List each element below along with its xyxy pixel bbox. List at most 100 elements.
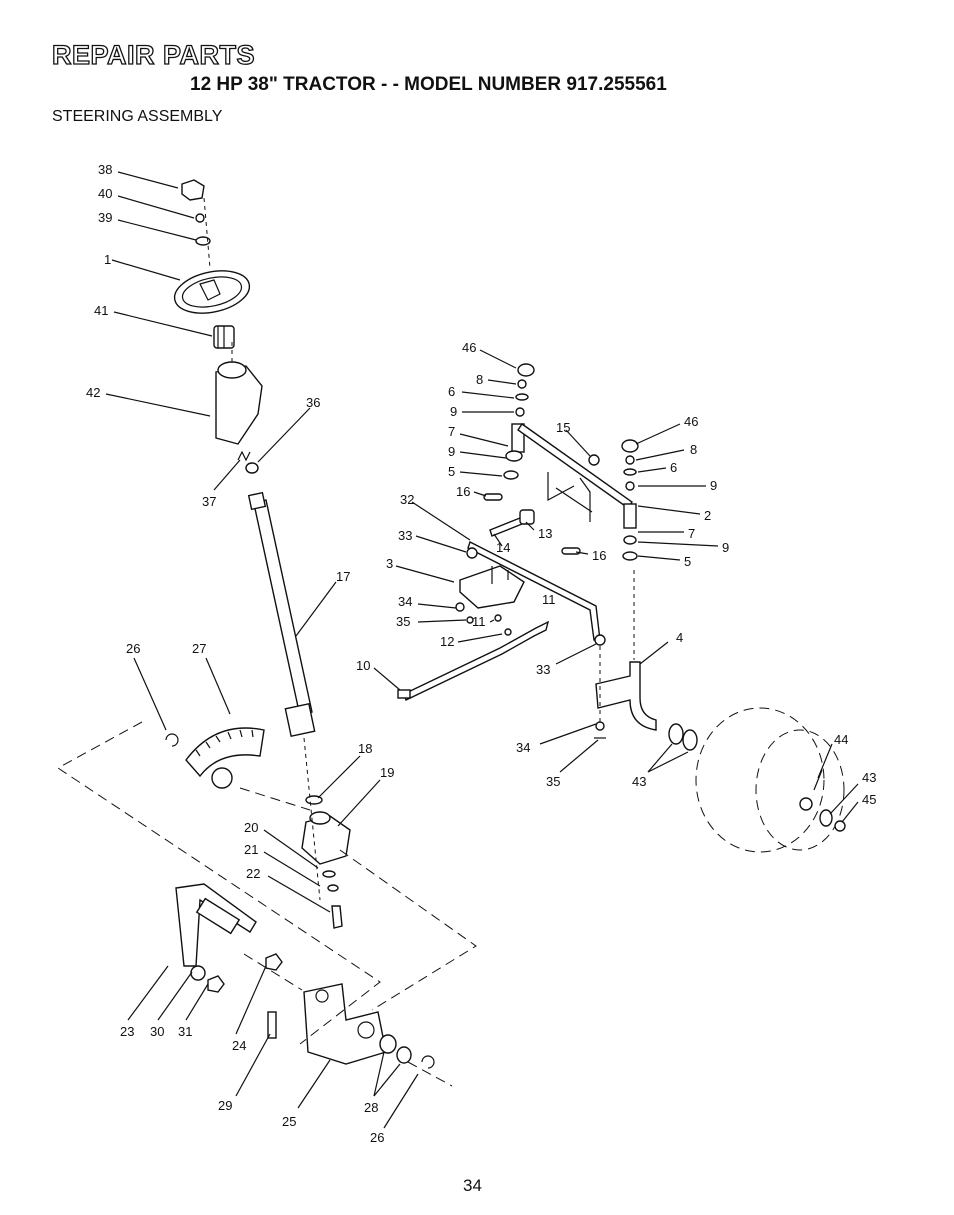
callout-25: 25 — [282, 1114, 296, 1129]
drag-link-32 — [467, 541, 601, 641]
washer-28a — [379, 1034, 397, 1054]
bolt-22 — [331, 905, 343, 929]
tie-bar-2 — [517, 423, 633, 509]
callout-39: 39 — [98, 210, 112, 225]
bushing-36 — [245, 462, 259, 474]
callout-42: 42 — [86, 385, 100, 400]
pin-16b — [561, 547, 581, 555]
bearing-9c — [625, 481, 635, 491]
bolt-12 — [504, 628, 512, 636]
washer-39 — [195, 236, 211, 246]
callout-10: 10 — [356, 658, 370, 673]
ball-joint-33a — [466, 547, 478, 559]
wheel-hub — [799, 797, 813, 811]
callout-30: 30 — [150, 1024, 164, 1039]
steering-shaft-17 — [253, 499, 313, 717]
page-number: 34 — [463, 1176, 482, 1195]
callout-22: 22 — [246, 866, 260, 881]
steering-column-group — [57, 179, 477, 1087]
steering-cap-38 — [181, 179, 205, 201]
callout-1: 1 — [104, 252, 111, 267]
nut-8b — [625, 455, 635, 465]
callout-5-right: 5 — [684, 554, 691, 569]
callout-32: 32 — [400, 492, 414, 507]
support-bracket-25 — [303, 983, 387, 1065]
callout-27: 27 — [192, 641, 206, 656]
assembly-dashline-a — [57, 721, 381, 1045]
callout-5-left: 5 — [448, 464, 455, 479]
washer-43b — [682, 729, 698, 751]
callout-36: 36 — [306, 395, 320, 410]
callout-46-right: 46 — [684, 414, 698, 429]
spindle-4 — [595, 661, 657, 731]
callout-37: 37 — [202, 494, 216, 509]
nut-34a — [455, 602, 465, 612]
shaft-gear-end — [284, 702, 316, 738]
callout-43-left: 43 — [632, 774, 646, 789]
callout-14: 14 — [496, 540, 510, 555]
washer-28b — [396, 1046, 412, 1064]
washer-43c — [819, 809, 833, 827]
washer-11 — [494, 614, 502, 622]
callout-13: 13 — [538, 526, 552, 541]
callout-26-bottom: 26 — [370, 1130, 384, 1145]
bearing-9a — [515, 407, 525, 417]
callout-2: 2 — [704, 508, 711, 523]
assembly-dashline-b — [339, 849, 477, 1011]
callout-17: 17 — [336, 569, 350, 584]
nut-40 — [195, 213, 205, 223]
washer-21 — [327, 884, 339, 892]
callout-18: 18 — [358, 741, 372, 756]
retaining-ring-26a — [165, 733, 179, 747]
washer-5b — [622, 551, 638, 561]
nut-24 — [265, 953, 283, 971]
callout-28: 28 — [364, 1100, 378, 1115]
nut-31 — [207, 975, 225, 993]
callout-40: 40 — [98, 186, 112, 201]
callout-4: 4 — [676, 630, 683, 645]
callout-45: 45 — [862, 792, 876, 807]
callout-23: 23 — [120, 1024, 134, 1039]
callout-7-right: 7 — [688, 526, 695, 541]
steering-wheel-1 — [173, 270, 251, 314]
callout-8-right: 8 — [690, 442, 697, 457]
callout-31: 31 — [178, 1024, 192, 1039]
callout-21: 21 — [244, 842, 258, 857]
callout-34-top: 34 — [398, 594, 412, 609]
bolt-14 — [489, 517, 523, 537]
retaining-ring-26b — [421, 1055, 435, 1069]
callout-15: 15 — [556, 420, 570, 435]
washer-5a — [503, 470, 519, 480]
callout-7-left: 7 — [448, 424, 455, 439]
callout-9-right-bottom: 9 — [722, 540, 729, 555]
washer-20 — [322, 870, 336, 878]
page-title: REPAIR PARTS — [51, 39, 256, 70]
callout-24: 24 — [232, 1038, 246, 1053]
callout-6-right: 6 — [670, 460, 677, 475]
washer-6a — [515, 393, 529, 401]
washer-43a — [668, 723, 684, 745]
callout-3: 3 — [386, 556, 393, 571]
callout-9-left-bottom: 9 — [448, 444, 455, 459]
callout-46-left: 46 — [462, 340, 476, 355]
callout-6-left: 6 — [448, 384, 455, 399]
callout-11-right: 11 — [542, 592, 556, 607]
callout-19: 19 — [380, 765, 394, 780]
callout-33-top: 33 — [398, 528, 412, 543]
front-axle-group — [397, 363, 846, 853]
callout-26-top: 26 — [126, 641, 140, 656]
callout-35-top: 35 — [396, 614, 410, 629]
callout-9-left-top: 9 — [450, 404, 457, 419]
callout-43-right: 43 — [862, 770, 876, 785]
bearing-9d — [623, 535, 637, 545]
leader-lines — [105, 171, 859, 1129]
callout-20: 20 — [244, 820, 258, 835]
callout-34-bottom: 34 — [516, 740, 530, 755]
bolt-29 — [267, 1011, 277, 1039]
callout-9-right-top: 9 — [710, 478, 717, 493]
cap-45 — [834, 820, 846, 832]
front-wheel — [695, 707, 825, 853]
cap-46a — [517, 363, 535, 377]
cap-46b — [621, 439, 639, 453]
